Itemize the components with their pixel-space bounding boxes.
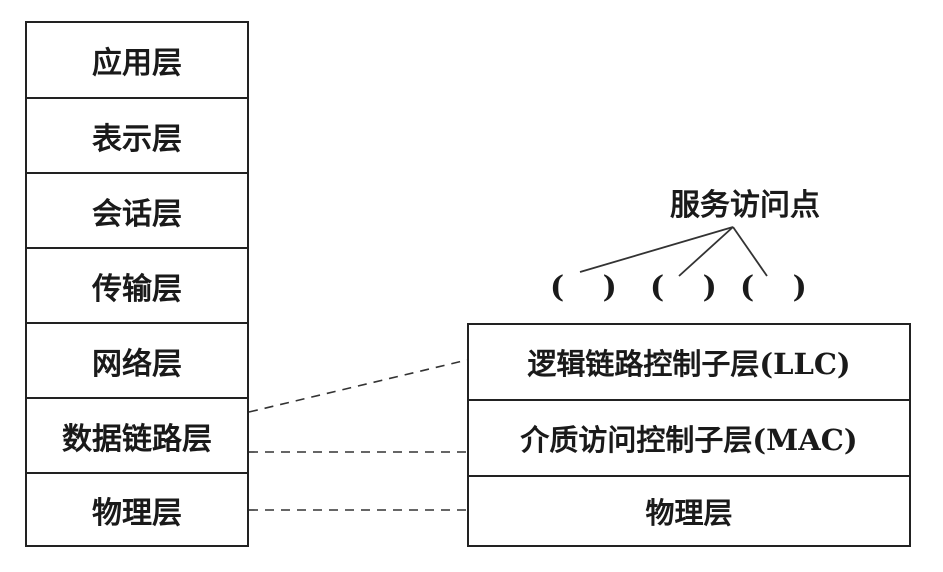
layer-transport: 传输层 [27, 247, 247, 322]
lan-layer-stack: 逻辑链路控制子层(LLC) 介质访问控制子层(MAC) 物理层 [467, 323, 911, 547]
sap-marker-3: ( ) [740, 270, 821, 305]
layer-presentation: 表示层 [27, 97, 247, 172]
sublayer-mac: 介质访问控制子层(MAC) [469, 399, 909, 475]
service-access-point-label: 服务访问点 [670, 188, 820, 223]
sap-marker-1: ( ) [550, 270, 631, 305]
dashed-line-datalink-to-llc [248, 359, 468, 413]
layer-application: 应用层 [92, 46, 182, 81]
sublayer-physical: 物理层 [469, 475, 909, 545]
layer-physical: 物理层 [27, 472, 247, 545]
sap-marker-2: ( ) [650, 270, 731, 305]
sap-pointer-line-3 [732, 226, 768, 277]
osi-layer-stack: 应用层 表示层 会话层 传输层 网络层 数据链路层 物理层 [25, 21, 249, 547]
sap-pointer-line-2 [678, 226, 734, 277]
sublayer-llc: 逻辑链路控制子层(LLC) [527, 347, 851, 381]
sap-pointer-line-1 [579, 226, 734, 273]
layer-session: 会话层 [27, 172, 247, 247]
layer-data-link: 数据链路层 [27, 397, 247, 472]
layer-network: 网络层 [27, 322, 247, 397]
